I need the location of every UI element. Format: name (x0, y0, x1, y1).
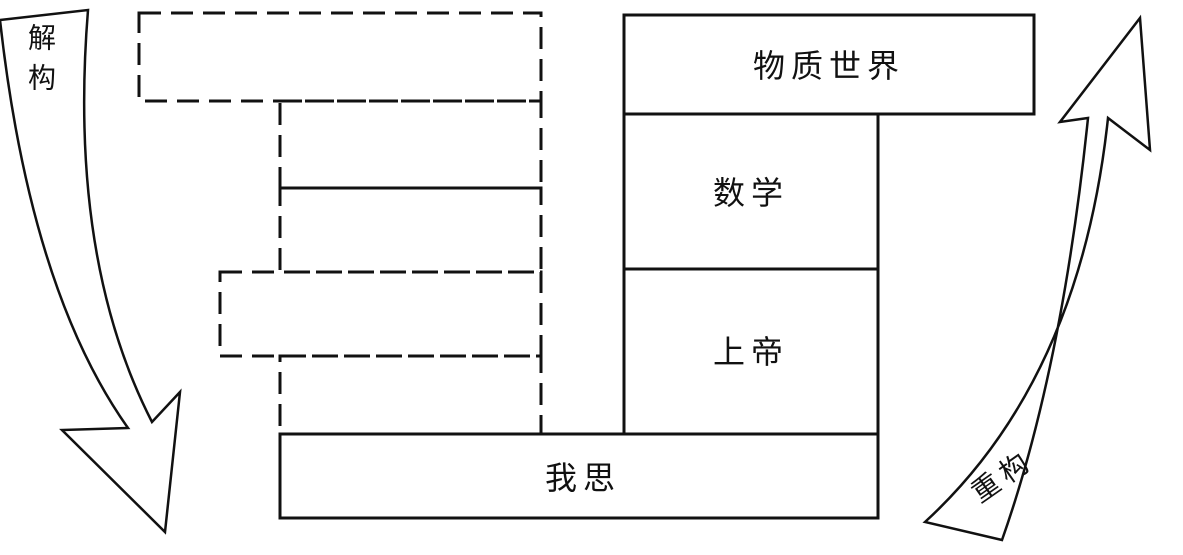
dashed-block-top (137, 11, 543, 103)
block-i-think-label: 我思 (545, 459, 621, 497)
block-i-think (278, 432, 880, 520)
deconstruct-arrow (0, 8, 182, 535)
reconstruct-arrow (922, 14, 1152, 542)
dashed-block-2 (278, 99, 543, 190)
deconstruct-label-char-1: 解 (28, 22, 56, 55)
block-god (622, 267, 880, 436)
block-mathematics-label: 数学 (713, 174, 789, 212)
dashed-block-4 (218, 270, 543, 358)
solid-stack: 物质世界 数学 上帝 (622, 13, 1036, 436)
block-mathematics (622, 112, 880, 271)
dashed-block-5 (278, 354, 543, 436)
dashed-block-3 (278, 186, 543, 274)
deconstruct-label-char-2: 构 (28, 62, 56, 95)
block-material-world-label: 物质世界 (753, 47, 905, 85)
block-god-label: 上帝 (713, 333, 789, 371)
dashed-stack (137, 11, 543, 436)
